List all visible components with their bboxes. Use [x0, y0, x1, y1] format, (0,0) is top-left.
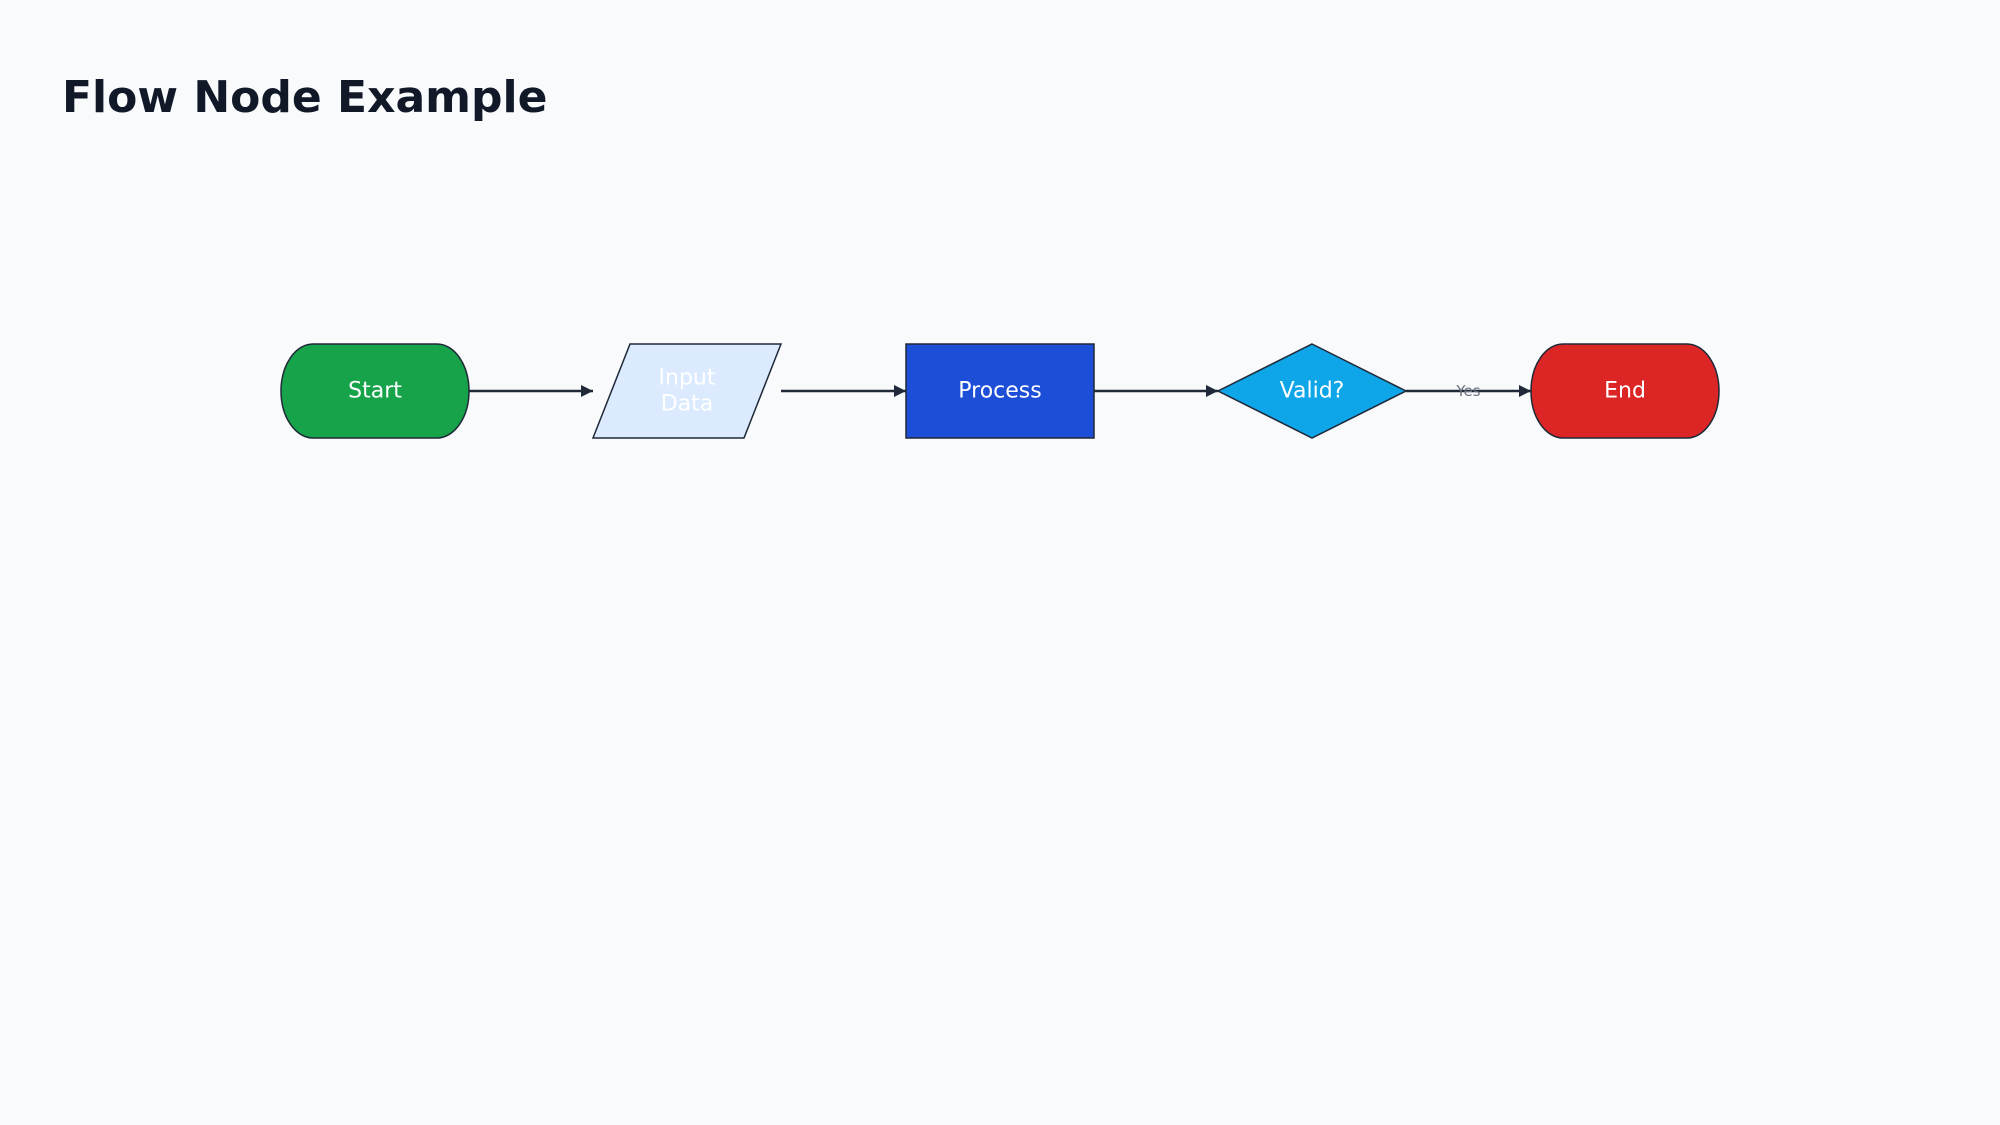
node-end: End	[1530, 343, 1720, 439]
edge-label: Yes	[1455, 382, 1480, 400]
node-end-label: End	[1604, 379, 1646, 404]
page-title: Flow Node Example	[62, 72, 548, 123]
edges: Yes	[469, 382, 1531, 400]
node-end-shape	[1530, 343, 1720, 439]
node-start-label: Start	[348, 379, 402, 404]
node-valid-label: Valid?	[1280, 379, 1345, 404]
node-start-shape	[280, 343, 470, 439]
edge-valid-end: Yes	[1406, 382, 1531, 400]
node-start: Start	[280, 343, 470, 439]
node-valid-shape	[1216, 343, 1408, 439]
node-process-label: Process	[958, 379, 1041, 404]
node-valid: Valid?	[1216, 343, 1408, 439]
node-input-shape	[591, 343, 783, 439]
node-input-label: Input	[659, 366, 716, 391]
node-input-label: Data	[661, 392, 714, 417]
node-process: Process	[905, 343, 1095, 439]
node-process-shape	[905, 343, 1095, 439]
